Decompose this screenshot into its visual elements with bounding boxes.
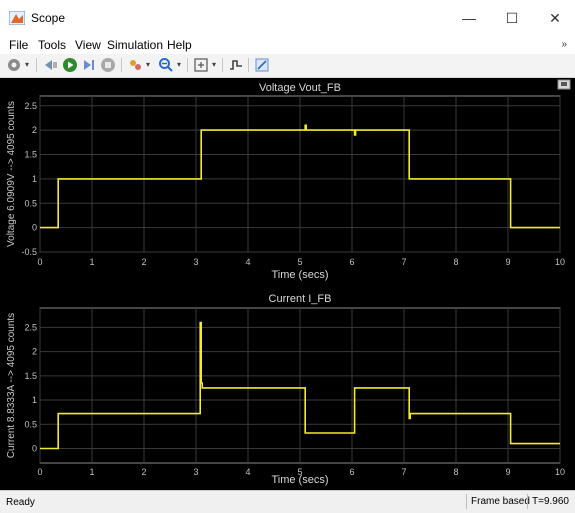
- menu-overflow-arrow[interactable]: »: [561, 39, 567, 50]
- x-tick-label: 8: [453, 257, 458, 267]
- toolbar-divider: [222, 58, 223, 72]
- x-tick-label: 3: [193, 257, 198, 267]
- menu-file[interactable]: File: [9, 38, 29, 52]
- scope-app-icon: [9, 11, 25, 25]
- x-tick-label: 4: [245, 467, 250, 477]
- x-tick-label: 6: [349, 257, 354, 267]
- y-axis-label: Current 8.8333A --> 4095 counts: [6, 313, 17, 458]
- chart-title: Current I_FB: [269, 293, 332, 305]
- zoom-icon[interactable]: [158, 57, 174, 73]
- autoscale-dropdown-arrow[interactable]: ▾: [212, 60, 217, 69]
- x-tick-label: 6: [349, 467, 354, 477]
- minimize-button[interactable]: —: [462, 10, 476, 26]
- x-tick-label: 10: [555, 467, 565, 477]
- toolbar-divider: [36, 58, 37, 72]
- y-tick-label: 0: [32, 223, 37, 233]
- highlight-dropdown-arrow[interactable]: ▾: [146, 60, 151, 69]
- signal-trace: [40, 124, 560, 229]
- settings-dropdown-arrow[interactable]: ▾: [25, 60, 30, 69]
- y-axis-label: Voltage 6.0909V --> 4095 counts: [6, 101, 17, 247]
- x-tick-label: 9: [505, 467, 510, 477]
- toolbar-divider: [187, 58, 188, 72]
- y-tick-label: 2.5: [24, 322, 37, 332]
- y-tick-label: 0.5: [24, 198, 37, 208]
- autoscale-icon[interactable]: [193, 57, 209, 73]
- signal-icon[interactable]: [228, 57, 244, 73]
- toolbar: ▾ ▾ ▾ ▾: [0, 54, 575, 78]
- toolbar-divider: [248, 58, 249, 72]
- y-tick-label: 0: [32, 443, 37, 453]
- undock-icon[interactable]: [557, 79, 571, 90]
- x-tick-label: 0: [37, 257, 42, 267]
- menu-simulation[interactable]: Simulation: [107, 38, 164, 52]
- close-button[interactable]: ✕: [549, 9, 561, 26]
- run-icon[interactable]: [62, 57, 78, 73]
- status-frame-mode: Frame based: [466, 494, 534, 509]
- y-tick-label: -0.5: [21, 247, 37, 257]
- y-tick-label: 1.5: [24, 371, 37, 381]
- status-bar: Ready Frame based T=9.960: [0, 490, 575, 513]
- x-tick-label: 5: [297, 257, 302, 267]
- x-tick-label: 2: [141, 257, 146, 267]
- y-tick-label: 1: [32, 174, 37, 184]
- x-axis-label: Time (secs): [271, 269, 328, 281]
- y-tick-label: 0.5: [24, 419, 37, 429]
- x-axis-label: Time (secs): [271, 474, 328, 486]
- maximize-button[interactable]: ☐: [505, 9, 519, 26]
- y-tick-label: 2.5: [24, 101, 37, 111]
- x-tick-label: 5: [297, 467, 302, 477]
- signal-trace: [40, 321, 560, 450]
- x-tick-label: 9: [505, 257, 510, 267]
- x-tick-label: 2: [141, 467, 146, 477]
- style-icon[interactable]: [254, 57, 270, 73]
- highlight-icon[interactable]: [127, 57, 143, 73]
- y-tick-label: 1.5: [24, 150, 37, 160]
- y-tick-label: 2: [32, 125, 37, 135]
- x-tick-label: 4: [245, 257, 250, 267]
- chart-panel: 0 1 2 3 4 5 6 7 8 9 10 0 0.5 1 1.5 2 2.5 Current I_FB Time…: [6, 293, 565, 486]
- y-tick-label: 2: [32, 347, 37, 357]
- menu-help[interactable]: Help: [167, 38, 192, 52]
- status-ready-text: Ready: [6, 497, 35, 508]
- status-sim-time: T=9.960: [527, 494, 573, 509]
- open-icon[interactable]: [43, 57, 59, 73]
- x-tick-label: 3: [193, 467, 198, 477]
- x-tick-label: 7: [401, 467, 406, 477]
- chart-title: Voltage Vout_FB: [259, 82, 341, 94]
- x-tick-label: 1: [89, 257, 94, 267]
- x-tick-label: 1: [89, 467, 94, 477]
- menu-tools[interactable]: Tools: [38, 38, 67, 52]
- zoom-dropdown-arrow[interactable]: ▾: [177, 60, 182, 69]
- x-tick-label: 10: [555, 257, 565, 267]
- x-tick-label: 0: [37, 467, 42, 477]
- title-bar: Scope — ☐ ✕: [0, 0, 575, 34]
- y-tick-label: 1: [32, 395, 37, 405]
- menu-view[interactable]: View: [75, 38, 101, 52]
- step-forward-icon[interactable]: [81, 57, 97, 73]
- x-tick-label: 7: [401, 257, 406, 267]
- stop-icon[interactable]: [100, 57, 116, 73]
- window-title: Scope: [31, 11, 66, 25]
- menu-bar: File Tools View Simulation Help »: [0, 36, 575, 54]
- x-tick-label: 8: [453, 467, 458, 477]
- settings-icon[interactable]: [6, 57, 22, 73]
- toolbar-divider: [121, 58, 122, 72]
